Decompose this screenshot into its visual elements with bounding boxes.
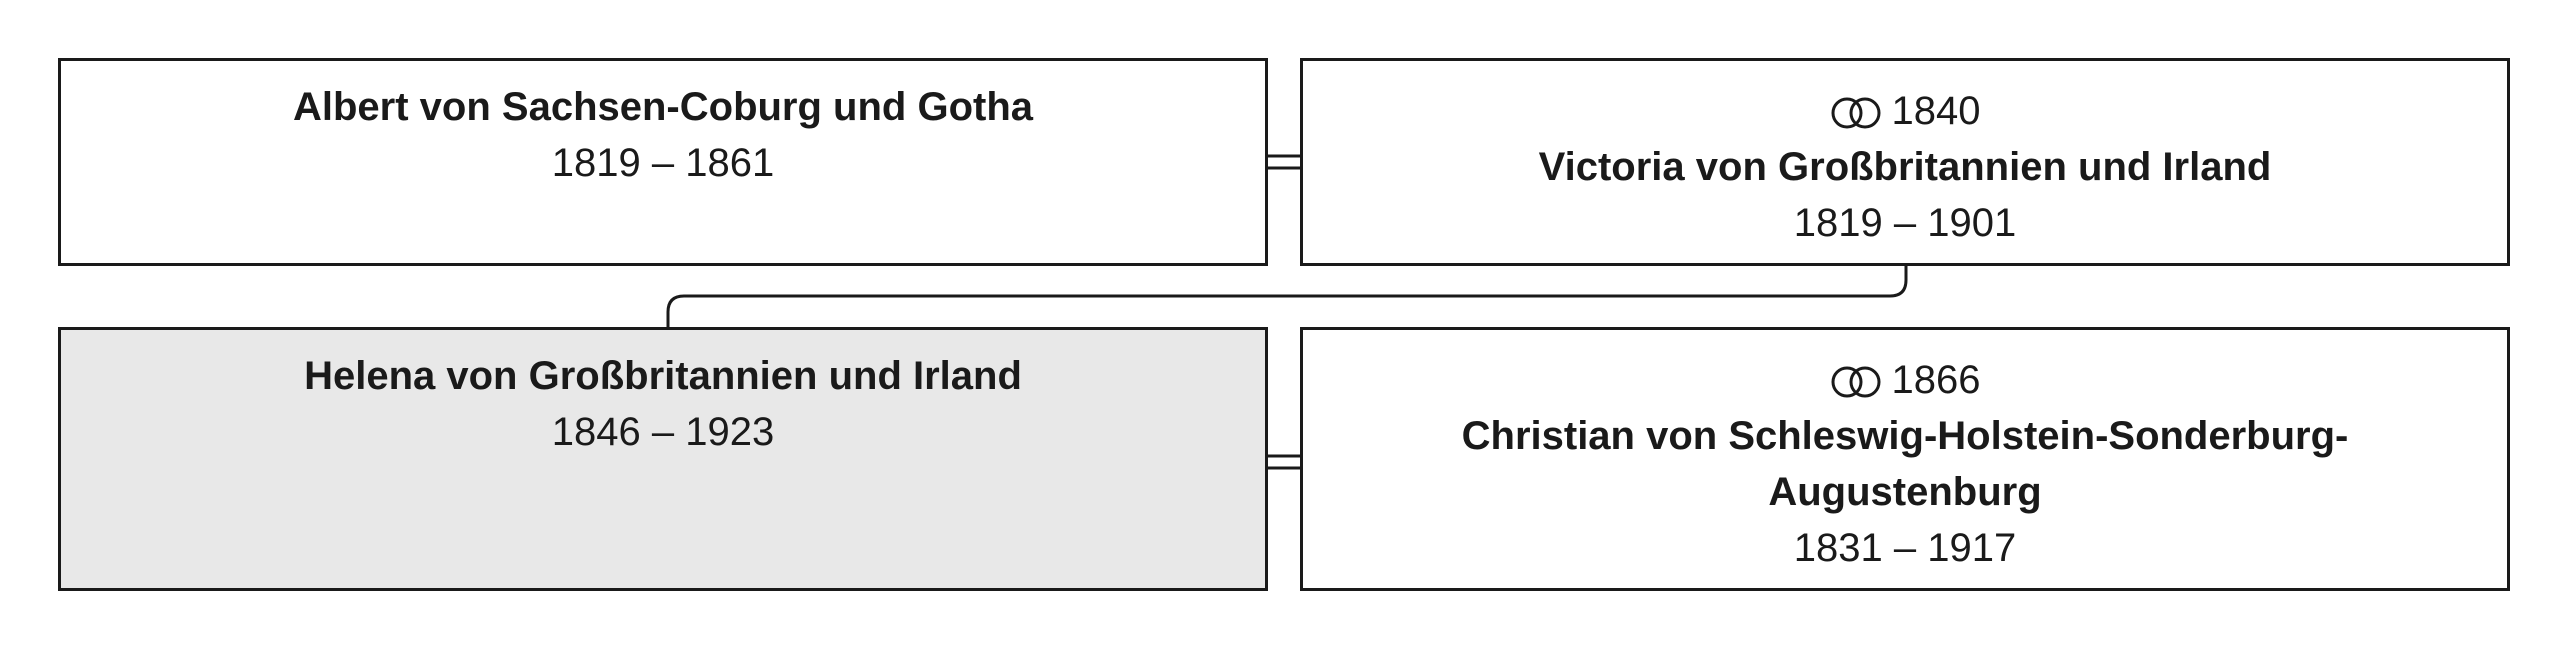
person-name: Albert von Sachsen-Coburg und Gotha	[292, 85, 1034, 129]
person-card-victoria[interactable]: 1840 Victoria von Großbritannien und Irl…	[1300, 58, 2510, 266]
person-dates: 1846 – 1923	[551, 410, 775, 454]
marriage-info: 1840	[1303, 83, 2507, 139]
person-dates: 1819 – 1861	[551, 141, 775, 185]
marriage-year: 1866	[1891, 358, 1981, 402]
person-name-line-1: Christian von Schleswig-Holstein-Sonderb…	[1461, 414, 2349, 458]
marriage-info: 1866	[1303, 352, 2507, 408]
person-card-christian[interactable]: 1866 Christian von Schleswig-Holstein-So…	[1300, 327, 2510, 591]
person-card-helena[interactable]: Helena von Großbritannien und Irland 184…	[58, 327, 1268, 591]
person-name: Victoria von Großbritannien und Irland	[1538, 145, 2272, 189]
person-card-albert[interactable]: Albert von Sachsen-Coburg und Gotha 1819…	[58, 58, 1268, 266]
person-name-line-2: Augustenburg	[1768, 470, 2042, 514]
descent-connector	[666, 264, 1908, 328]
person-name: Helena von Großbritannien und Irland	[304, 354, 1022, 398]
marriage-year: 1840	[1891, 89, 1981, 133]
wedding-rings-icon	[1831, 366, 1880, 398]
person-dates: 1819 – 1901	[1793, 201, 2017, 245]
wedding-rings-icon	[1831, 97, 1880, 129]
marriage-connector-top	[1266, 154, 1302, 170]
person-dates: 1831 – 1917	[1793, 526, 2017, 570]
marriage-connector-bottom	[1266, 454, 1302, 470]
